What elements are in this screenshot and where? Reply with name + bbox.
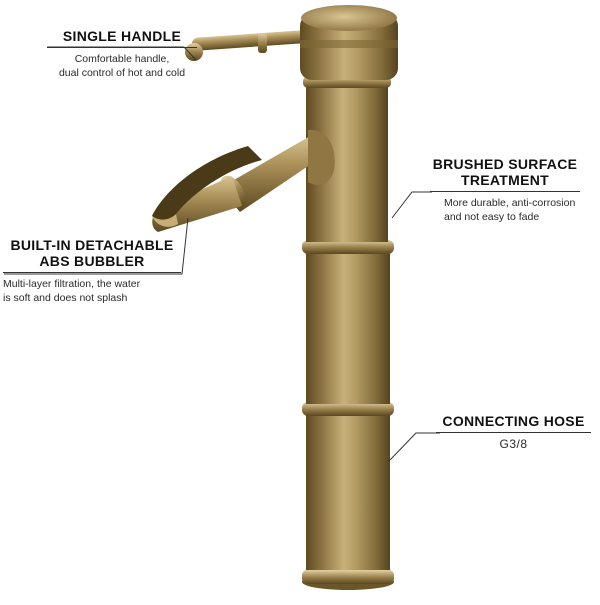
- callout-title: ABS BUBBLER: [39, 253, 145, 269]
- callout-description: Multi-layer filtration, the water: [3, 278, 141, 290]
- callout-title: BRUSHED SURFACE: [432, 156, 578, 172]
- callout-description: is soft and does not splash: [3, 292, 128, 304]
- callout-brushed-surface: BRUSHED SURFACE TREATMENT More durable, …: [430, 156, 580, 224]
- callout-underline: [436, 432, 591, 433]
- leader-line-bubbler: [4, 217, 189, 275]
- callout-title: CONNECTING HOSE: [442, 413, 585, 429]
- callout-description: Comfortable handle,: [74, 53, 170, 65]
- callout-title: SINGLE HANDLE: [62, 28, 182, 44]
- callout-underline: [3, 272, 181, 273]
- callout-connecting-hose: CONNECTING HOSE G3/8: [436, 413, 591, 451]
- leader-line-surface: [391, 191, 432, 219]
- callout-single-handle: SINGLE HANDLE Comfortable handle, dual c…: [47, 28, 197, 80]
- callout-description: G3/8: [499, 437, 528, 451]
- callout-underline: [430, 191, 580, 192]
- callout-abs-bubbler: BUILT-IN DETACHABLE ABS BUBBLER Multi-la…: [3, 237, 181, 305]
- callout-underline: [47, 47, 197, 48]
- callout-description: and not easy to fade: [444, 211, 540, 223]
- callout-description: More durable, anti-corrosion: [444, 197, 576, 209]
- leader-line-hose: [387, 432, 440, 463]
- bamboo-spout: [152, 129, 335, 232]
- bamboo-joint-ring: [302, 402, 394, 416]
- callout-description: dual control of hot and cold: [58, 67, 186, 79]
- faucet-body-middle: [306, 252, 390, 404]
- callout-title: TREATMENT: [461, 172, 549, 188]
- callout-title: BUILT-IN DETACHABLE: [10, 237, 174, 253]
- faucet-body-lower: [302, 412, 394, 590]
- bamboo-joint-ring: [302, 240, 394, 254]
- single-handle: [185, 5, 398, 80]
